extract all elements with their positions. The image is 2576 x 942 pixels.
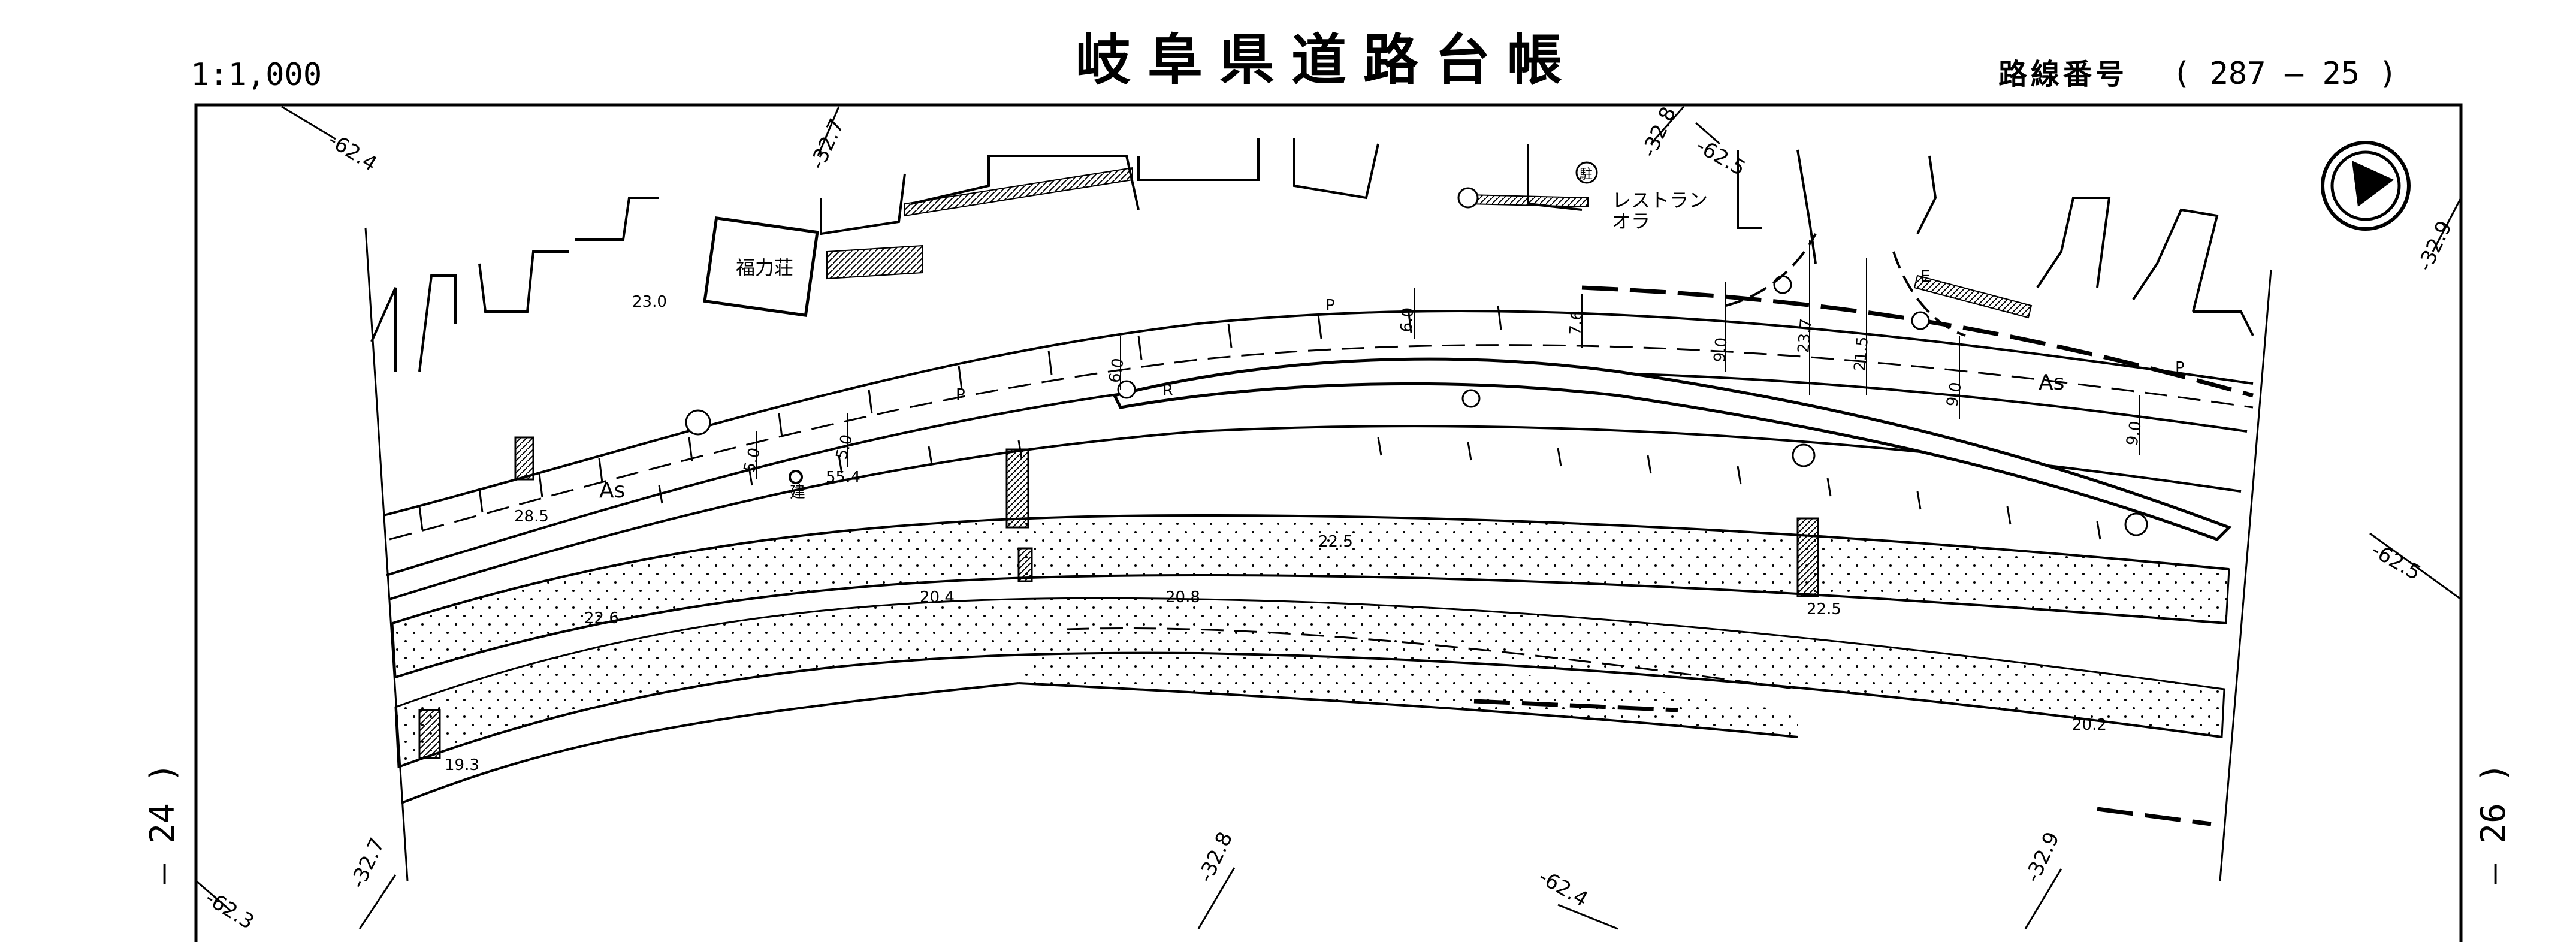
median-island bbox=[1112, 357, 2232, 541]
map-frame bbox=[194, 103, 2463, 942]
building-fukuriki-label: 福力荘 bbox=[736, 256, 793, 279]
parking-lane-p: P bbox=[2175, 359, 2185, 377]
grid-label: -32.9 bbox=[2413, 217, 2457, 275]
width-dim: 23.7 bbox=[1795, 318, 1816, 354]
grid-ticks bbox=[195, 105, 2462, 930]
grid-label: -32.8 bbox=[1194, 828, 1237, 886]
surface-as-left: As bbox=[599, 478, 625, 503]
elevation: 55.4 bbox=[826, 469, 860, 487]
elevation: 22.5 bbox=[1318, 533, 1353, 551]
width-dim: 7.6 bbox=[1566, 310, 1586, 336]
width-dim: 21.5 bbox=[1851, 336, 1872, 372]
grid-label: -62.4 bbox=[1535, 865, 1592, 912]
median-edge bbox=[1473, 285, 2254, 826]
width-dim: 9.0 bbox=[2123, 419, 2145, 447]
left-neighbor-sheet: — 24 ) bbox=[143, 763, 182, 884]
route-number-label: 路線番号 bbox=[1998, 58, 2128, 91]
grid-label: -32.8 bbox=[1637, 103, 1681, 161]
scale-label: 1:1,000 bbox=[191, 57, 322, 93]
width-dim: 6.0 bbox=[1106, 357, 1128, 384]
grid-label: -62.3 bbox=[201, 886, 258, 935]
map-title: 岐阜県道路台帳 bbox=[1076, 28, 1579, 92]
width-dim: 9.0 bbox=[1943, 381, 1965, 408]
road-edges bbox=[383, 310, 2254, 804]
stairs bbox=[418, 436, 1819, 759]
elevation: 20.8 bbox=[1165, 588, 1200, 606]
parking-icon bbox=[1575, 161, 1598, 184]
hatched-curbs bbox=[826, 167, 2033, 319]
grid-label: -62.4 bbox=[324, 128, 381, 177]
parking-mark: 駐 bbox=[1580, 167, 1593, 182]
elevation: 20.2 bbox=[2072, 716, 2107, 734]
lane-dashes bbox=[389, 344, 2254, 690]
restaurant-label-1: レストラン bbox=[1612, 189, 1708, 212]
parking-lane-p: P bbox=[956, 386, 965, 404]
building-fukuriki bbox=[703, 216, 819, 317]
grid-label: -62.5 bbox=[2367, 538, 2425, 585]
north-arrow-icon bbox=[2321, 141, 2411, 231]
river-bank-dots bbox=[1019, 654, 1798, 737]
intersection-curves bbox=[1725, 233, 1966, 337]
elevation: 22.6 bbox=[584, 609, 619, 627]
buildings bbox=[370, 138, 2254, 372]
benchmark-icon bbox=[789, 470, 803, 484]
width-dim: 5.0 bbox=[741, 446, 765, 475]
elevation: 22.5 bbox=[1807, 600, 1841, 618]
benchmark-label: 建 bbox=[790, 484, 805, 502]
grid-label: -32.7 bbox=[805, 115, 849, 173]
grid-label: -32.7 bbox=[346, 834, 389, 892]
route-number-value: ( 287 — 25 ) bbox=[2172, 56, 2397, 92]
elevation: 23.0 bbox=[632, 293, 667, 311]
parking-lane-p: P bbox=[1325, 297, 1335, 315]
marker-e: E bbox=[1920, 268, 1930, 286]
curb-ticks bbox=[418, 305, 2101, 540]
elevation: 20.4 bbox=[920, 588, 955, 606]
width-dim: 6.0 bbox=[1397, 307, 1417, 333]
grid-label: -62.5 bbox=[1692, 134, 1750, 181]
width-dim: 9.0 bbox=[1711, 337, 1731, 363]
elevation: 28.5 bbox=[514, 508, 549, 526]
restaurant-label-2: オラ bbox=[1612, 210, 1650, 233]
median-r: R bbox=[1162, 382, 1173, 400]
tree-icons bbox=[685, 187, 2148, 536]
right-neighbor-sheet: — 26 ) bbox=[2474, 763, 2513, 884]
elevation: 19.3 bbox=[445, 756, 479, 774]
grid-label: -32.9 bbox=[2021, 828, 2064, 886]
width-dim: 5.0 bbox=[833, 433, 857, 461]
dimension-lines bbox=[756, 240, 2140, 479]
surface-as-right: As bbox=[2039, 370, 2064, 395]
